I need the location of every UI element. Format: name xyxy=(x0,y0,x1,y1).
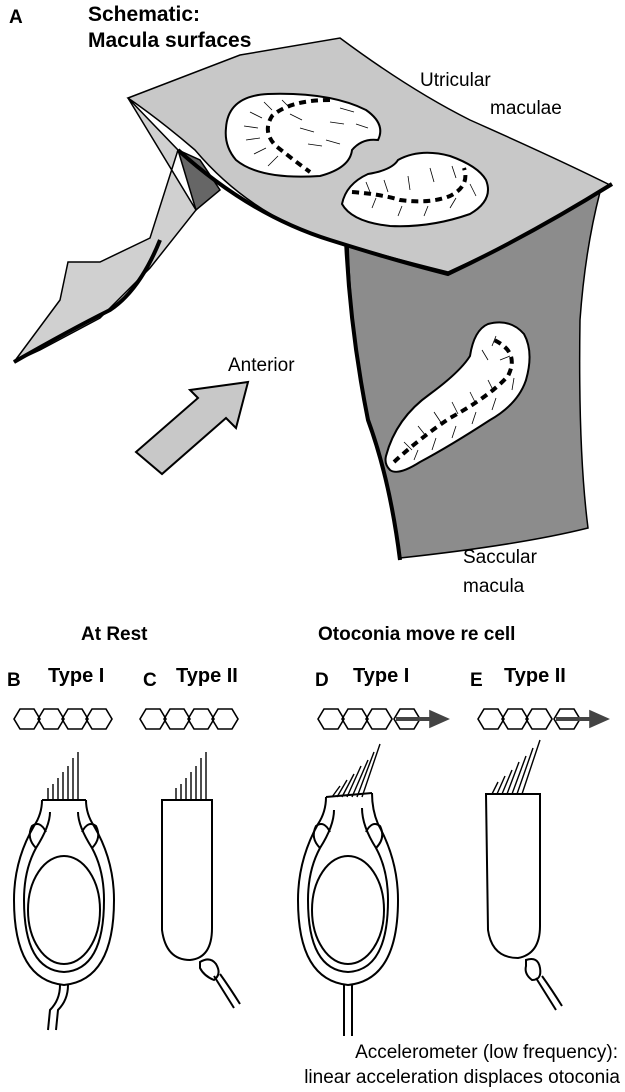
otoconium xyxy=(61,708,89,730)
afferent-fiber xyxy=(219,973,241,1005)
calyx-lip-right xyxy=(365,823,384,849)
hair-bundle-deflected xyxy=(491,739,541,795)
saccular-left-edge xyxy=(344,239,402,561)
panel-e-type-label: Type II xyxy=(504,665,566,687)
calyx-inner xyxy=(22,811,106,974)
otoconium xyxy=(525,708,553,730)
afferent-fiber xyxy=(55,984,69,1031)
panel-b-type-label: Type I xyxy=(48,665,105,687)
otoconium xyxy=(211,708,239,730)
striola-utricular-left xyxy=(265,98,331,174)
panel-d-type-label: Type I xyxy=(353,665,410,687)
otoconia-row-d xyxy=(317,708,450,730)
utricular-macula-left xyxy=(224,92,382,178)
otoconium xyxy=(501,708,529,730)
panel-letter-b: B xyxy=(7,670,21,691)
utricular-label-line2: maculae xyxy=(490,98,562,119)
hair-bundle xyxy=(47,752,79,800)
hair-bundle-deflected xyxy=(331,743,381,798)
afferent-fiber xyxy=(213,975,235,1009)
panel-letter-a: A xyxy=(9,7,23,28)
calyx-outer xyxy=(12,799,116,987)
saccular-macula xyxy=(384,321,531,473)
saccular-label-line2: macula xyxy=(463,576,525,597)
bouton-terminal xyxy=(199,958,220,982)
displacement-arrowhead xyxy=(589,709,610,729)
otoconium xyxy=(163,708,191,730)
otoconium xyxy=(37,708,65,730)
displacement-arrowhead xyxy=(429,709,450,729)
type-i-hair-cell-rest xyxy=(12,752,116,1031)
otoconium xyxy=(13,708,41,730)
cell-apex xyxy=(325,792,373,798)
anterior-arrow xyxy=(134,380,250,476)
afferent-fiber xyxy=(535,977,557,1011)
schematic-title-line1: Schematic: xyxy=(88,3,201,26)
type-ii-hair-cell-displaced xyxy=(484,739,563,1011)
schematic-title-line2: Macula surfaces xyxy=(88,29,252,52)
panel-letter-e: E xyxy=(470,670,483,691)
anterior-label: Anterior xyxy=(228,355,295,376)
otoconium xyxy=(317,708,345,730)
caption-line2: linear acceleration displaces otoconia xyxy=(304,1067,620,1088)
left-wall-light xyxy=(13,97,197,363)
calyx-lip-left xyxy=(28,823,47,849)
cell-body xyxy=(311,855,385,965)
hair-bundle xyxy=(175,752,207,800)
otoconia-move-header: Otoconia move re cell xyxy=(318,624,516,645)
calyx-lip-left xyxy=(312,823,331,849)
otoconia-row-c xyxy=(139,708,239,730)
cell-body xyxy=(27,855,101,965)
otoconium xyxy=(477,708,505,730)
panel-a-schematic xyxy=(13,37,614,561)
afferent-fiber xyxy=(541,975,563,1007)
bouton-terminal xyxy=(524,958,542,982)
calyx-lip-right xyxy=(81,823,100,849)
left-wall-bottom-edge xyxy=(13,239,162,364)
saccular-label-line1: Saccular xyxy=(463,547,537,568)
panel-letter-c: C xyxy=(143,670,157,691)
otoconium xyxy=(341,708,369,730)
otoconium xyxy=(139,708,167,730)
cell-body xyxy=(484,793,541,960)
calyx-outer xyxy=(296,792,400,987)
caption-line1: Accelerometer (low frequency): xyxy=(355,1042,618,1063)
otoconium xyxy=(365,708,393,730)
cell-body xyxy=(161,799,213,962)
afferent-fiber xyxy=(47,984,61,1031)
otoconia-row-e xyxy=(477,708,610,730)
left-wall-dark xyxy=(176,148,221,212)
striola-utricular-right xyxy=(351,167,468,204)
hair-bundle-marks-utricular-left xyxy=(243,99,369,167)
panel-c-type-label: Type II xyxy=(176,665,238,687)
hair-bundle-marks-utricular-right xyxy=(365,165,477,217)
otoconium xyxy=(85,708,113,730)
otoconium xyxy=(187,708,215,730)
type-i-hair-cell-displaced xyxy=(296,743,400,1036)
type-ii-hair-cell-rest xyxy=(161,752,241,1009)
calyx-inner xyxy=(306,807,390,974)
at-rest-header: At Rest xyxy=(81,624,148,645)
utricular-front-edge xyxy=(176,148,614,277)
utricular-macula-right xyxy=(340,151,489,228)
panel-letter-d: D xyxy=(315,670,329,691)
otoconia-row-b xyxy=(13,708,113,730)
hair-bundle-marks-saccular xyxy=(403,335,515,461)
utricular-label-line1: Utricular xyxy=(420,70,491,91)
